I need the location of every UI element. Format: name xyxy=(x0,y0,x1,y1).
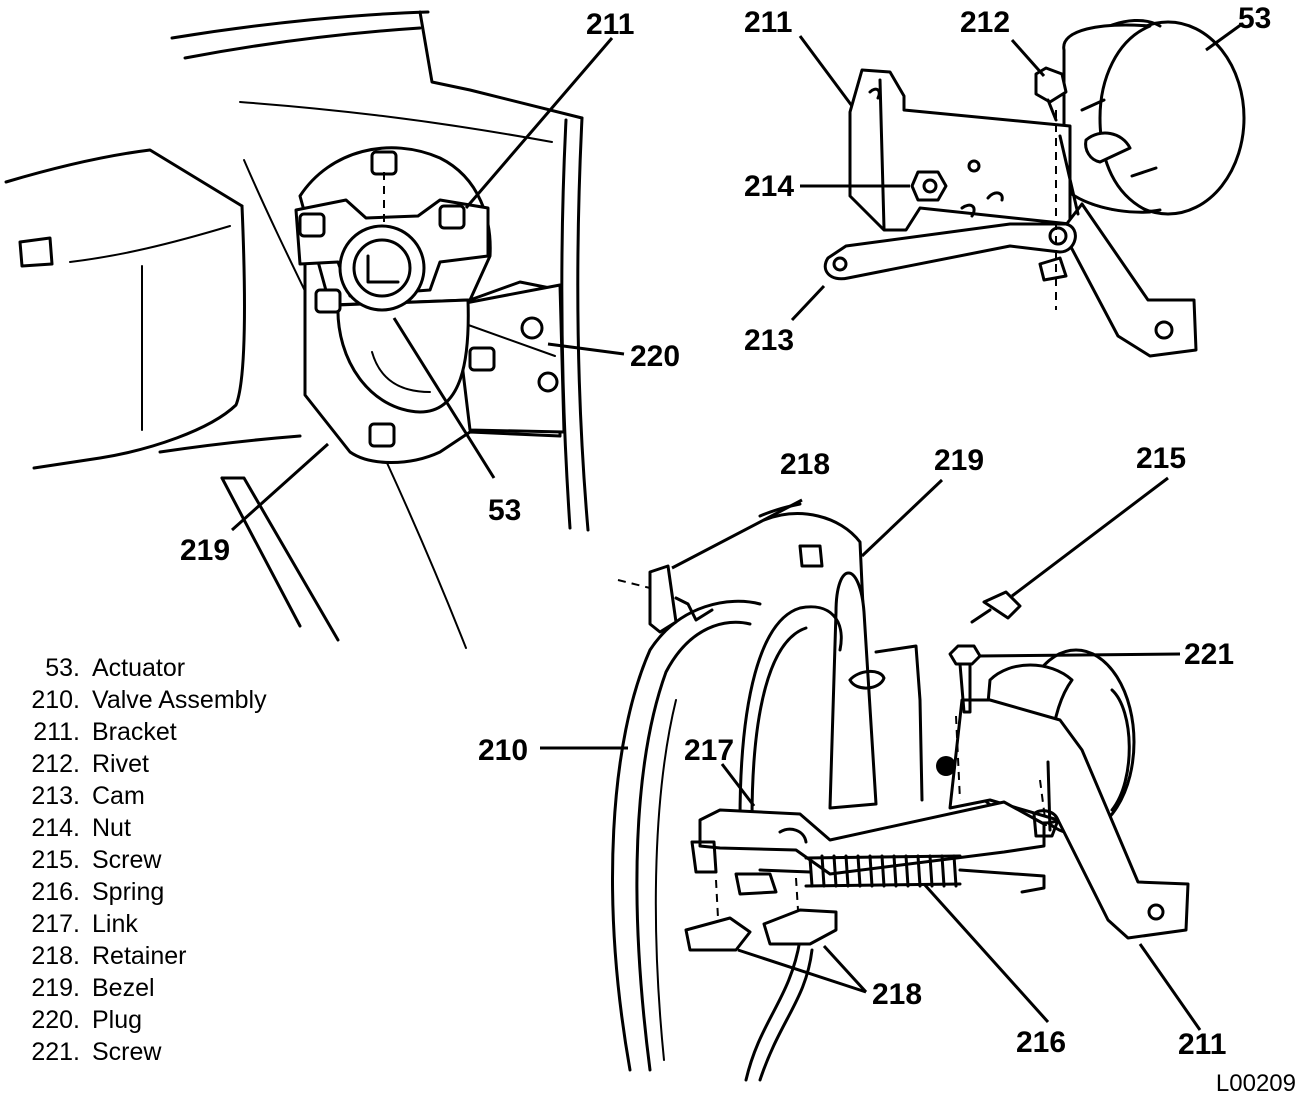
view-valve-link-spring xyxy=(540,476,1202,1082)
callout-219-view1: 219 xyxy=(180,534,230,567)
legend-label: Screw xyxy=(92,846,162,874)
legend-row-212: 212. Rivet xyxy=(14,748,267,780)
view-actuator-on-bezel xyxy=(4,10,625,649)
spring-coils xyxy=(758,854,1046,894)
callout-211-view3: 211 xyxy=(1178,1028,1226,1061)
legend-label: Bezel xyxy=(92,974,155,1002)
legend-row-220: 220. Plug xyxy=(14,1004,267,1036)
legend-label: Plug xyxy=(92,1006,143,1034)
callout-218-top: 218 xyxy=(780,448,830,481)
legend-label: Rivet xyxy=(92,750,149,778)
legend-label: Nut xyxy=(92,814,131,842)
bracket-nuts xyxy=(298,150,496,448)
callout-219-view3: 219 xyxy=(934,444,984,477)
legend-number: 215. xyxy=(31,846,80,874)
legend-row-53: 53. Actuator xyxy=(14,652,267,684)
view-bracket-cam xyxy=(790,18,1246,358)
legend-label: Cam xyxy=(92,782,145,810)
callout-215: 215 xyxy=(1136,442,1186,475)
legend-label: Screw xyxy=(92,1038,162,1066)
legend-number: 211. xyxy=(33,718,80,746)
callout-53-view1: 53 xyxy=(488,494,521,527)
legend-row-214: 214. Nut xyxy=(14,812,267,844)
legend-number: 216. xyxy=(31,878,80,906)
figure-id: L00209 xyxy=(1215,1070,1296,1097)
legend-number: 212. xyxy=(31,750,80,778)
callout-labels: 211 220 53 219 211 212 53 214 213 218 21… xyxy=(180,2,1271,1061)
callout-53-view2: 53 xyxy=(1238,2,1271,35)
callout-214: 214 xyxy=(744,170,794,203)
callout-212: 212 xyxy=(960,6,1010,39)
callout-216: 216 xyxy=(1016,1026,1066,1059)
legend-row-213: 213. Cam xyxy=(14,780,267,812)
legend-number: 220. xyxy=(31,1006,80,1034)
legend-number: 210. xyxy=(31,686,80,714)
legend-label: Spring xyxy=(92,878,165,906)
legend-label: Valve Assembly xyxy=(92,686,267,714)
legend-number: 217. xyxy=(31,910,80,938)
legend-number: 53. xyxy=(45,654,80,682)
callout-218-bottom: 218 xyxy=(872,978,922,1011)
legend-number: 218. xyxy=(31,942,80,970)
legend-row-216: 216. Spring xyxy=(14,876,267,908)
legend-row-211: 211. Bracket xyxy=(14,716,267,748)
legend-row-210: 210. Valve Assembly xyxy=(14,684,267,716)
legend-number: 219. xyxy=(31,974,80,1002)
legend-row-219: 219. Bezel xyxy=(14,972,267,1004)
callout-211-view2: 211 xyxy=(744,6,792,39)
callout-210: 210 xyxy=(478,734,528,767)
callout-217: 217 xyxy=(684,734,734,767)
legend-label: Retainer xyxy=(92,942,187,970)
callout-211-view1: 211 xyxy=(586,8,634,41)
legend-number: 221. xyxy=(31,1038,80,1066)
legend-row-218: 218. Retainer xyxy=(14,940,267,972)
legend-row-217: 217. Link xyxy=(14,908,267,940)
legend-label: Link xyxy=(92,910,138,938)
legend-row-215: 215. Screw xyxy=(14,844,267,876)
parts-legend: 53. Actuator 210. Valve Assembly 211. Brack… xyxy=(14,652,267,1068)
legend-label: Bracket xyxy=(92,718,177,746)
callout-220: 220 xyxy=(630,340,680,373)
legend-number: 213. xyxy=(31,782,80,810)
legend-label: Actuator xyxy=(92,654,186,682)
legend-row-221: 221. Screw xyxy=(14,1036,267,1068)
callout-213: 213 xyxy=(744,324,794,357)
callout-221: 221 xyxy=(1184,638,1234,671)
legend-number: 214. xyxy=(31,814,80,842)
